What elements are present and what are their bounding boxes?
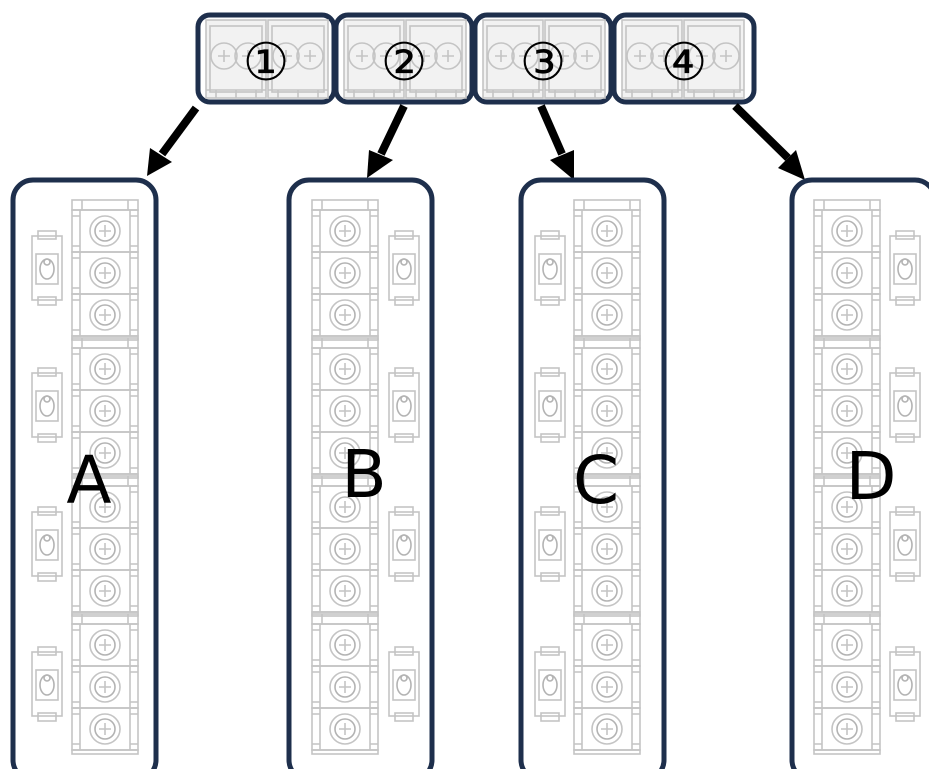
panel-label-c: C bbox=[573, 442, 619, 519]
module-3: ③ bbox=[472, 12, 614, 105]
arrow-2-to-b bbox=[367, 104, 408, 178]
panel-d: D bbox=[789, 177, 929, 769]
arrow-3-to-c bbox=[537, 104, 574, 180]
panel-label-a: A bbox=[66, 442, 111, 519]
module-number-2: ② bbox=[381, 33, 428, 93]
module-number-4: ④ bbox=[661, 33, 708, 93]
module-4: ④ bbox=[611, 12, 757, 105]
module-number-3: ③ bbox=[520, 33, 567, 93]
arrow-1-to-a bbox=[147, 105, 200, 176]
panel-c: C bbox=[518, 177, 667, 769]
arrow-4-to-d bbox=[732, 103, 805, 180]
module-2: ② bbox=[333, 12, 475, 105]
panel-b: B bbox=[286, 177, 435, 769]
panel-label-d: D bbox=[846, 438, 897, 515]
module-1: ① bbox=[195, 12, 337, 105]
panel-label-b: B bbox=[341, 436, 386, 513]
panel-a: A bbox=[10, 177, 159, 769]
module-number-1: ① bbox=[243, 33, 290, 93]
